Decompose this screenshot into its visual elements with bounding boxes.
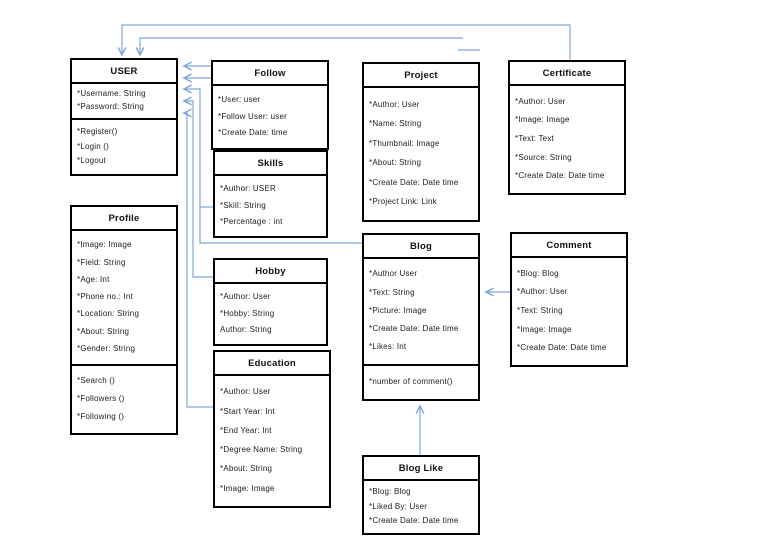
class-attribute: *Thumbnail: Image <box>369 139 440 148</box>
class-follow: Follow *User: user *Follow User: user *Crea… <box>211 60 329 150</box>
class-attribute: *Skill: String <box>220 201 266 210</box>
class-blog-like: Blog Like *Blog: Blog *Liked By: User *Crea… <box>362 455 480 535</box>
class-methods-user: *Register() *Login () *Logout <box>72 118 176 174</box>
class-method: *Login () <box>77 142 110 151</box>
class-attribute: *Create Date: Date time <box>369 325 459 334</box>
class-attribute: *Create Date: time <box>218 129 288 138</box>
class-attribute: *Start Year: Int <box>220 407 275 416</box>
class-method: *Search () <box>77 377 116 386</box>
class-attribute: *Author User <box>369 270 418 279</box>
class-profile: Profile *Image: Image *Field: String *Age: … <box>70 205 178 435</box>
class-attribute: *Create Date: Date time <box>517 344 607 353</box>
class-attribute: *Image: Image <box>517 325 572 334</box>
class-attribute: *Phone no.: Int <box>77 293 133 302</box>
class-attribute: *Text: String <box>369 288 415 297</box>
class-attribute: *Gender: String <box>77 344 136 353</box>
class-attribute: *Picture: Image <box>369 306 427 315</box>
class-title-comment: Comment <box>512 234 626 258</box>
connector-skills-to-user <box>184 89 213 208</box>
class-title-blog-like: Blog Like <box>364 457 478 481</box>
class-method: *Logout <box>77 157 106 166</box>
class-comment: Comment *Blog: Blog *Author: User *Text: St… <box>510 232 628 367</box>
class-attributes-certificate: *Author: User *Image: Image *Text: Text *So… <box>510 86 624 193</box>
connector-certificate-to-user <box>122 24 571 60</box>
class-attribute: *Author: User <box>220 388 271 397</box>
class-title-blog: Blog <box>364 235 478 259</box>
class-attributes-skills: *Author: USER *Skill: String *Percentage :… <box>215 176 326 236</box>
class-skills: Skills *Author: USER *Skill: String *Percen… <box>213 150 328 238</box>
class-attribute: *Image: Image <box>515 116 570 125</box>
class-attribute: *Create Date: Date time <box>369 516 459 525</box>
class-attribute: *Text: String <box>517 307 563 316</box>
class-attributes-blog-like: *Blog: Blog *Liked By: User *Create Date: … <box>364 481 478 533</box>
class-attribute: *Percentage : int <box>220 217 283 226</box>
class-attribute: *Liked By: User <box>369 502 428 511</box>
class-attributes-user: *Username: String *Password: String <box>72 84 176 118</box>
class-blog: Blog *Author User *Text: String *Picture: I… <box>362 233 480 401</box>
class-attribute: *Author: User <box>515 97 566 106</box>
class-title-skills: Skills <box>215 152 326 176</box>
class-attribute: *Location: String <box>77 310 140 319</box>
class-attribute: *Author: User <box>220 293 271 302</box>
connector-education-to-user <box>184 113 213 408</box>
class-attribute: *Create Date: Date time <box>369 178 459 187</box>
class-title-hobby: Hobby <box>215 260 326 284</box>
class-user: USER *Username: String *Password: String *R… <box>70 58 178 176</box>
connector-blog-to-user-trunk <box>199 207 362 244</box>
class-attribute: *Image: Image <box>220 484 275 493</box>
connector-project-to-user <box>140 37 463 55</box>
class-attribute: *End Year: Int <box>220 426 272 435</box>
class-attribute: *About: String <box>220 465 273 474</box>
class-attribute: *Blog: Blog <box>517 269 559 278</box>
class-attribute: *Hobby: String <box>220 309 275 318</box>
class-method: *Register() <box>77 127 118 136</box>
class-attribute: *Image: Image <box>77 241 132 250</box>
class-attribute: *User: user <box>218 95 261 104</box>
class-education: Education *Author: User *Start Year: Int *E… <box>213 350 331 508</box>
class-method: *Followers () <box>77 395 125 404</box>
class-attributes-project: *Author: User *Name: String *Thumbnail: Im… <box>364 88 478 220</box>
class-attributes-follow: *User: user *Follow User: user *Create Dat… <box>213 86 327 148</box>
class-attribute: *Author: User <box>517 288 568 297</box>
class-attribute: *Project Link: Link <box>369 198 437 207</box>
class-methods-profile: *Search () *Followers () *Following () <box>72 364 176 433</box>
class-attribute: *Likes: Int <box>369 343 407 352</box>
class-title-education: Education <box>215 352 329 376</box>
class-attributes-profile: *Image: Image *Field: String *Age: Int *Pho… <box>72 231 176 364</box>
class-method: *number of comment() <box>369 377 453 386</box>
class-title-user: USER <box>72 60 176 84</box>
class-attributes-blog: *Author User *Text: String *Picture: Image… <box>364 259 478 364</box>
class-methods-blog: *number of comment() <box>364 363 478 399</box>
class-attribute: *Name: String <box>369 120 422 129</box>
class-method: *Following () <box>77 413 125 422</box>
connector-hobby-to-user <box>184 101 213 278</box>
class-attribute: *About: String <box>369 159 422 168</box>
class-title-project: Project <box>364 64 478 88</box>
class-attribute: *Create Date: Date time <box>515 172 605 181</box>
class-attribute: *Age: Int <box>77 275 110 284</box>
class-title-follow: Follow <box>213 62 327 86</box>
class-attribute: *Password: String <box>77 103 144 112</box>
class-attribute: *About: String <box>77 327 130 336</box>
class-title-certificate: Certificate <box>510 62 624 86</box>
class-certificate: Certificate *Author: User *Image: Image *Te… <box>508 60 626 195</box>
class-attribute: *Field: String <box>77 258 126 267</box>
class-attributes-comment: *Blog: Blog *Author: User *Text: String *Im… <box>512 258 626 365</box>
class-project: Project *Author: User *Name: String *Thumbn… <box>362 62 480 222</box>
class-attribute: *Author: User <box>369 100 420 109</box>
class-attributes-education: *Author: User *Start Year: Int *End Year: … <box>215 376 329 506</box>
class-title-profile: Profile <box>72 207 176 231</box>
class-attribute: *Follow User: user <box>218 112 287 121</box>
class-attribute: *Degree Name: String <box>220 446 303 455</box>
class-attribute: *Author: USER <box>220 185 276 194</box>
class-attribute: Author: String <box>220 325 272 334</box>
class-attribute: *Text: Text <box>515 135 554 144</box>
class-attribute: *Username: String <box>77 90 146 99</box>
class-attribute: *Source: String <box>515 153 572 162</box>
class-attribute: *Blog: Blog <box>369 488 411 497</box>
